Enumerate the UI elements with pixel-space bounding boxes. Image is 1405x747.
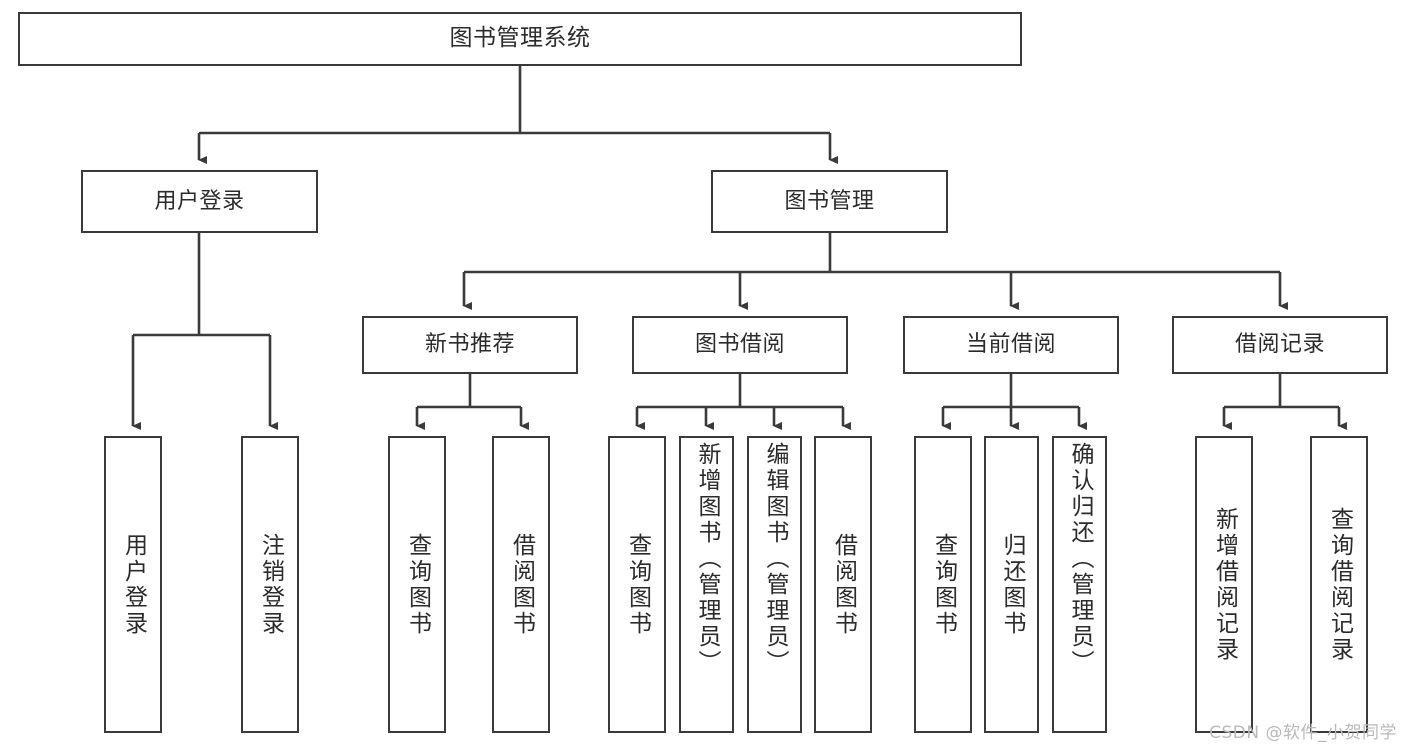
node-leaf-borrow-book-1-label: 借阅图书 — [508, 532, 535, 637]
node-leaf-add-record-label: 新增借阅记录 — [1211, 506, 1238, 663]
node-book-borrow-label: 图书借阅 — [694, 332, 785, 358]
node-root[interactable]: 图书管理系统 — [18, 12, 1022, 66]
node-leaf-return-book[interactable]: 归还图书 — [984, 436, 1039, 733]
node-book-borrow[interactable]: 图书借阅 — [632, 316, 848, 374]
node-leaf-query-book-2[interactable]: 查询图书 — [608, 436, 666, 733]
node-leaf-borrow-book-2-label: 借阅图书 — [830, 532, 857, 637]
node-new-book-recommend[interactable]: 新书推荐 — [362, 316, 578, 374]
node-book-manage[interactable]: 图书管理 — [711, 170, 948, 233]
node-leaf-user-login[interactable]: 用户登录 — [104, 436, 162, 733]
node-leaf-query-record-label: 查询借阅记录 — [1326, 506, 1353, 663]
node-leaf-logout-label: 注销登录 — [257, 532, 284, 637]
node-new-book-recommend-label: 新书推荐 — [424, 332, 515, 358]
node-user-login-label: 用户登录 — [154, 188, 245, 214]
csdn-watermark: CSDN @软件_小贺同学 — [1209, 723, 1397, 743]
node-borrow-record-label: 借阅记录 — [1234, 332, 1325, 358]
node-leaf-query-book-1-label: 查询图书 — [404, 532, 431, 637]
node-leaf-query-book-1[interactable]: 查询图书 — [388, 436, 446, 733]
node-leaf-borrow-book-1[interactable]: 借阅图书 — [492, 436, 550, 733]
node-leaf-query-book-2-label: 查询图书 — [624, 532, 651, 637]
node-root-label: 图书管理系统 — [449, 25, 591, 52]
node-leaf-add-book[interactable]: 新增图书（管理员） — [679, 436, 734, 733]
node-leaf-query-book-3-label: 查询图书 — [930, 532, 957, 637]
node-current-borrow-label: 当前借阅 — [965, 332, 1056, 358]
node-leaf-confirm-return-label: 确认归还（管理员） — [1067, 442, 1093, 676]
node-leaf-add-record[interactable]: 新增借阅记录 — [1195, 436, 1253, 733]
node-leaf-query-book-3[interactable]: 查询图书 — [914, 436, 972, 733]
node-book-manage-label: 图书管理 — [784, 188, 875, 214]
node-leaf-edit-book[interactable]: 编辑图书（管理员） — [747, 436, 802, 733]
node-leaf-confirm-return[interactable]: 确认归还（管理员） — [1052, 436, 1107, 733]
node-user-login[interactable]: 用户登录 — [81, 170, 318, 233]
node-leaf-add-book-label: 新增图书（管理员） — [694, 442, 720, 676]
node-borrow-record[interactable]: 借阅记录 — [1172, 316, 1388, 374]
node-leaf-logout[interactable]: 注销登录 — [241, 436, 299, 733]
node-leaf-borrow-book-2[interactable]: 借阅图书 — [814, 436, 872, 733]
node-leaf-edit-book-label: 编辑图书（管理员） — [762, 442, 788, 676]
node-current-borrow[interactable]: 当前借阅 — [903, 316, 1119, 374]
node-leaf-query-record[interactable]: 查询借阅记录 — [1310, 436, 1368, 733]
node-leaf-user-login-label: 用户登录 — [120, 532, 147, 637]
node-leaf-return-book-label: 归还图书 — [999, 532, 1025, 637]
